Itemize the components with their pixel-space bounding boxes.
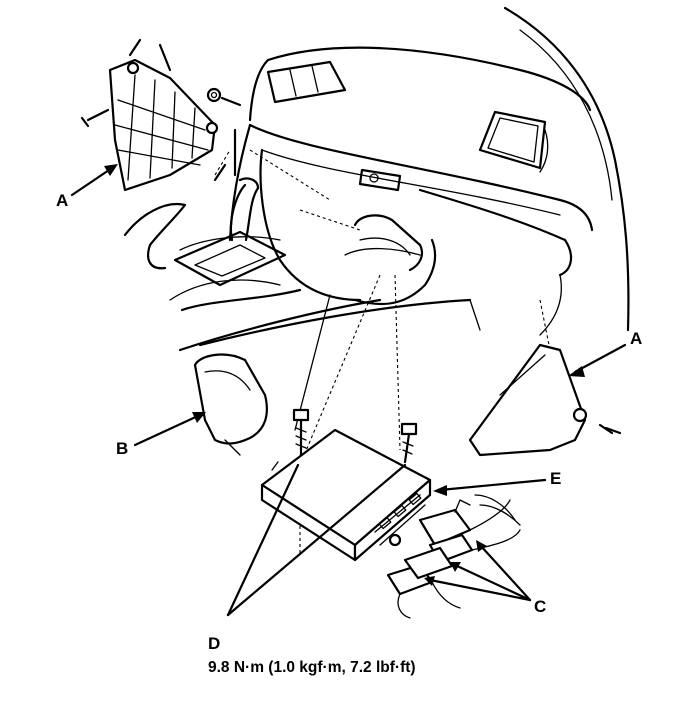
leader-lines <box>70 164 627 617</box>
bolts-d <box>292 408 418 464</box>
callout-d: D <box>208 634 221 653</box>
callout-a-left: A <box>56 191 69 210</box>
callout-e: E <box>550 469 562 488</box>
torque-spec: 9.8 N·m (1.0 kgf·m, 7.2 lbf·ft) <box>208 659 416 676</box>
part-b-pad <box>193 353 268 456</box>
ecm-unit <box>260 428 432 562</box>
callout-c: C <box>534 597 547 616</box>
callout-a-right: A <box>630 329 643 348</box>
callout-b: B <box>116 439 129 458</box>
dashboard-outline <box>123 6 630 555</box>
kick-panel-right <box>468 343 622 457</box>
connectors-c <box>386 494 521 619</box>
kick-panel-left <box>80 38 242 192</box>
